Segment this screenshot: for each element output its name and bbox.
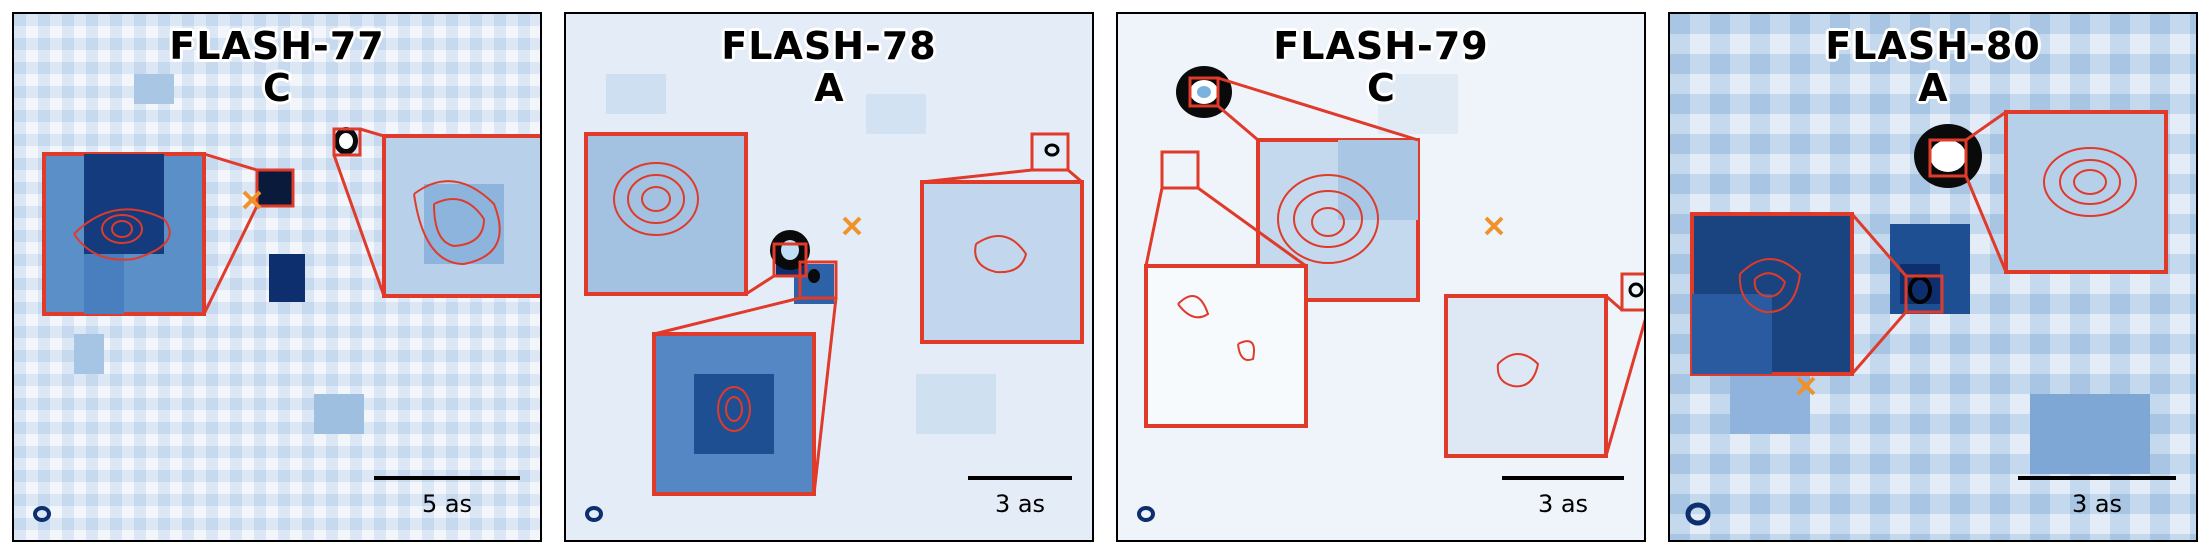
panel-flash-80: FLASH-80 A 3 as xyxy=(1668,12,2198,542)
scale-bar xyxy=(968,476,1072,480)
image-flash-77 xyxy=(14,14,540,540)
inset-right xyxy=(920,180,1084,344)
image-flash-78 xyxy=(566,14,1092,540)
beam-icon xyxy=(33,506,51,522)
panel-flash-79: FLASH-79 C 3 as xyxy=(1116,12,1646,542)
scale-label: 3 as xyxy=(994,490,1046,518)
panel-flash-77: FLASH-77 C 5 as xyxy=(12,12,542,542)
image-flash-80 xyxy=(1670,14,2196,540)
inset-right xyxy=(1444,294,1608,458)
scale-label: 5 as xyxy=(421,490,473,518)
scale-bar xyxy=(374,476,520,480)
scale-bar xyxy=(2018,476,2176,480)
inset-top-left xyxy=(584,132,748,296)
scale-label: 3 as xyxy=(2071,490,2123,518)
panel-flash-78: FLASH-78 A 3 as xyxy=(564,12,1094,542)
image-flash-79 xyxy=(1118,14,1644,540)
scale-label: 3 as xyxy=(1537,490,1589,518)
scale-bar xyxy=(1502,476,1624,480)
beam-icon xyxy=(1685,502,1711,526)
beam-icon xyxy=(585,506,603,522)
inset-top-right xyxy=(2004,110,2168,274)
inset-left xyxy=(1144,264,1308,428)
beam-icon xyxy=(1137,506,1155,522)
